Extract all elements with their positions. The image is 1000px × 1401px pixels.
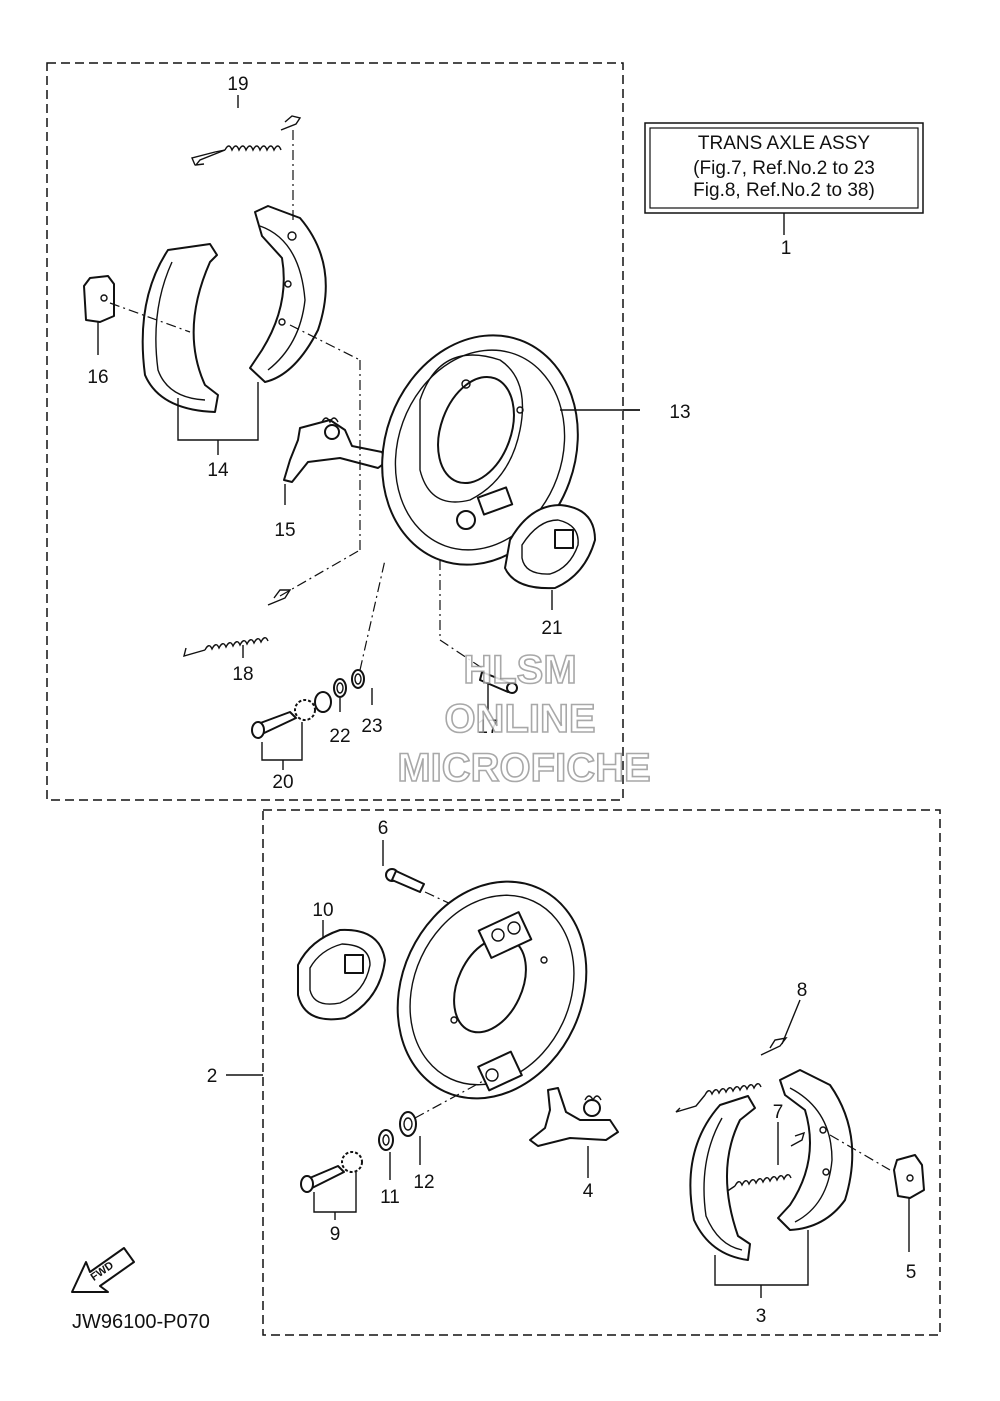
callout-6: 6 (378, 818, 389, 839)
backing-plate-lower (396, 880, 588, 1100)
dust-seal-upper (504, 504, 596, 590)
bolt-assy-lower (300, 1111, 417, 1193)
return-spring-upper (191, 115, 302, 166)
info-box-line2: Fig.8, Ref.No.2 to 38) (693, 180, 875, 201)
upper-assembly-frame (46, 62, 624, 801)
callout-13: 13 (669, 402, 690, 423)
return-spring-lower (183, 589, 292, 658)
watermark-line3: MICROFICHE (397, 746, 650, 790)
trans-axle-info-box: TRANS AXLE ASSY (Fig.7, Ref.No.2 to 23 F… (644, 122, 924, 235)
watermark: HLSM ONLINE MICROFICHE (397, 647, 652, 791)
brake-lever-lower (529, 1087, 619, 1147)
drawing-code: JW96100-P070 (72, 1311, 210, 1333)
callout-15: 15 (274, 520, 295, 541)
shoe-hold-clip-upper (83, 275, 115, 323)
callout-4: 4 (583, 1181, 594, 1202)
callout-1: 1 (781, 238, 792, 259)
lower-assembly-frame (262, 809, 941, 1336)
pin-17 (479, 671, 518, 694)
bolt-assy-upper (251, 669, 365, 739)
callout-8: 8 (797, 980, 808, 1001)
pin-6 (385, 868, 425, 893)
return-spring-8 (675, 1036, 788, 1113)
callout-12: 12 (413, 1172, 434, 1193)
callout-2: 2 (207, 1066, 218, 1087)
callout-19: 19 (227, 74, 248, 95)
callout-21: 21 (541, 618, 562, 639)
watermark-line2: ONLINE (444, 697, 595, 741)
callout-9: 9 (330, 1224, 341, 1245)
callout-23: 23 (361, 716, 382, 737)
dust-seal-lower (297, 928, 386, 1021)
callout-5: 5 (906, 1262, 917, 1283)
brake-lever-upper (283, 417, 387, 483)
callout-3: 3 (756, 1306, 767, 1327)
return-spring-7 (719, 1131, 806, 1197)
backing-plate-upper (381, 334, 579, 566)
info-box-title: TRANS AXLE ASSY (698, 133, 870, 154)
shoe-hold-clip-lower (893, 1154, 925, 1199)
callout-14: 14 (207, 460, 229, 481)
fwd-arrow-icon: FWD (71, 1247, 135, 1293)
brake-shoe-set-upper (141, 205, 327, 413)
callout-11: 11 (380, 1187, 400, 1208)
callout-20: 20 (272, 772, 293, 793)
callout-17: 17 (477, 717, 498, 738)
brake-shoe-set-lower (689, 1069, 854, 1261)
callout-18: 18 (232, 664, 253, 685)
callout-7: 7 (773, 1102, 784, 1123)
callout-22: 22 (329, 726, 350, 747)
info-box-line1: (Fig.7, Ref.No.2 to 23 (693, 158, 875, 179)
callout-16: 16 (87, 367, 108, 388)
callout-10: 10 (312, 900, 333, 921)
watermark-line1: HLSM (463, 648, 576, 692)
